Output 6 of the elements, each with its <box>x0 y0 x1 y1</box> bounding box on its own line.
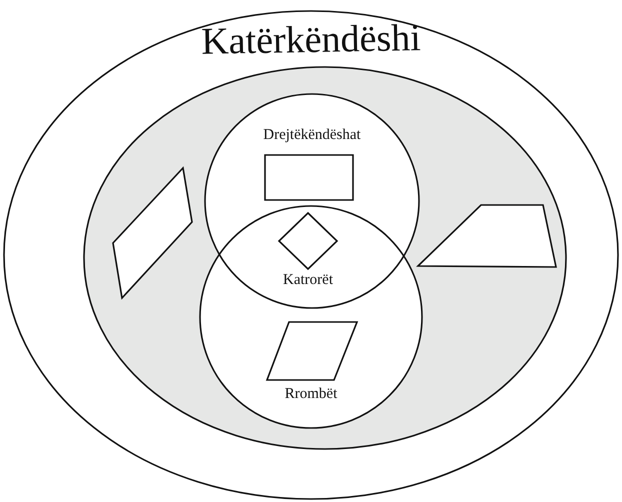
set-label: Drejtëkëndëshat <box>263 127 361 144</box>
set-title: Katërkëndëshi <box>200 16 422 64</box>
region-label: Katrorët <box>283 272 333 289</box>
set-circle <box>204 93 420 309</box>
set-label: Rrombët <box>284 386 338 403</box>
set-circle <box>199 205 423 429</box>
